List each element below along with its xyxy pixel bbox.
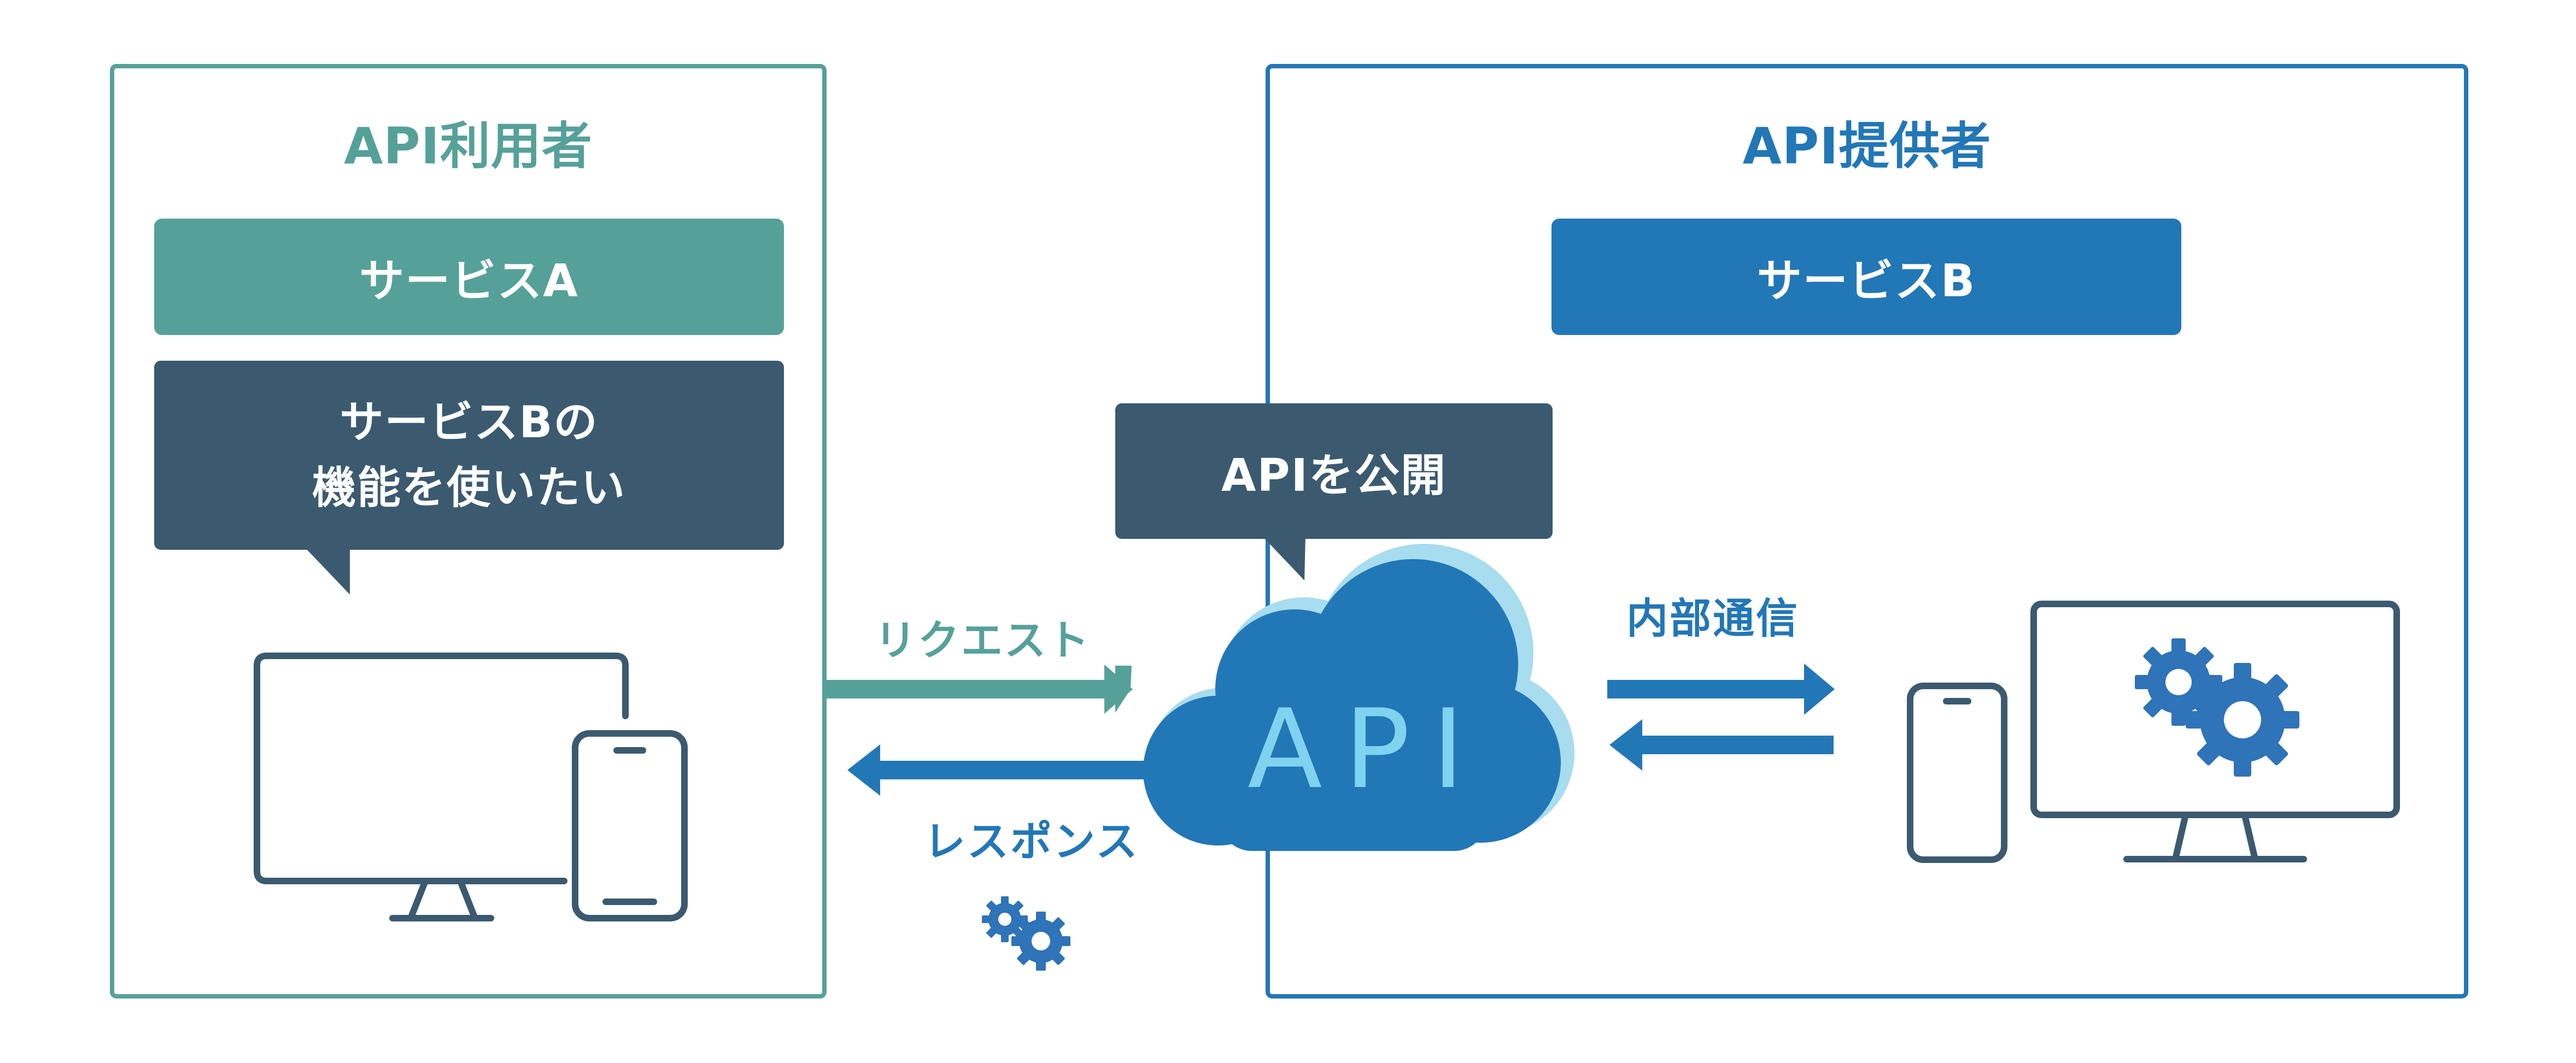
service-b-box: サービスB [1552,219,2181,335]
consumer-title: API利用者 [344,117,593,175]
provider-title: API提供者 [1742,117,1992,175]
publish-label: APIを公開 [1221,449,1447,502]
response-label: レスポンス [924,817,1139,866]
want-speech-bubble: サービスBの 機能を使いたい [154,361,784,550]
internal-communication-label: 内部通信 [1626,594,1799,643]
cloud-api-text: API [1247,686,1486,813]
want-line-2: 機能を使いたい [312,462,626,513]
want-line-1: サービスBの [339,397,599,448]
request-label: リクエスト [875,616,1091,665]
request-arrow [826,665,1133,714]
service-a-box: サービスA [154,219,784,335]
publish-speech-bubble: APIを公開 [1115,403,1553,539]
response-arrow [847,744,1148,796]
small-gears-icon [982,896,1070,971]
service-a-label: サービスA [359,255,579,307]
service-b-label: サービスB [1757,255,1976,307]
